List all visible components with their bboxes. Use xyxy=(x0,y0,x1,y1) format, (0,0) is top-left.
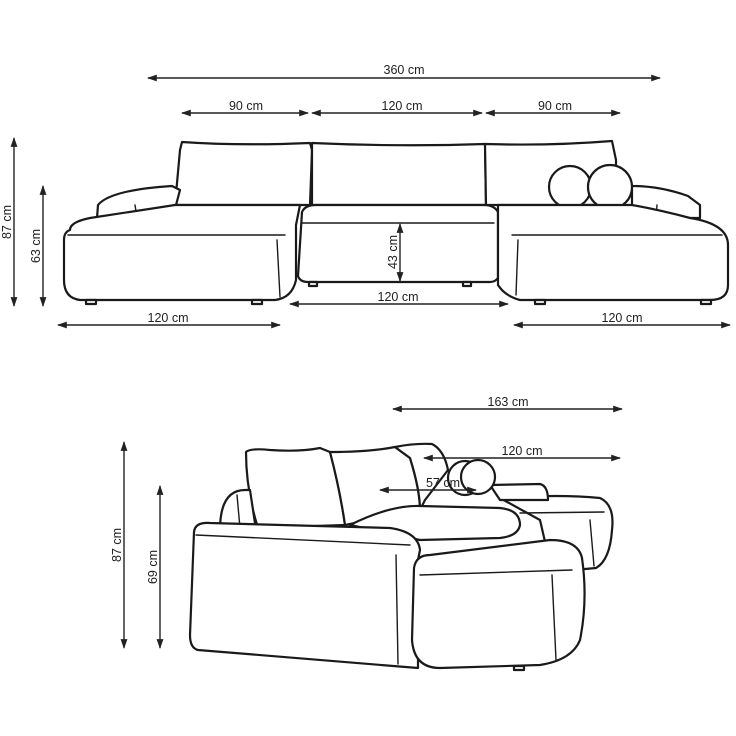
far-armrest xyxy=(488,482,550,502)
front-view-dimensions: 360 cm 90 cm 120 cm 90 cm 87 cm 63 cm 43… xyxy=(0,63,731,329)
round-pillow-1 xyxy=(547,164,593,210)
dim-perspective-total-height: 87 cm xyxy=(110,528,124,562)
left-chaise-module xyxy=(62,203,302,302)
foot xyxy=(699,298,713,306)
dim-left-section: 90 cm xyxy=(229,99,263,113)
dim-seat-depth: 57 cm xyxy=(426,476,460,490)
round-pillow-2 xyxy=(586,163,634,211)
front-armrest-block xyxy=(188,521,422,670)
front-view-drawing xyxy=(62,139,730,306)
front-chaise xyxy=(410,538,586,670)
dim-middle-section: 120 cm xyxy=(382,99,423,113)
back-cushion-1 xyxy=(244,446,347,530)
dim-total-height: 87 cm xyxy=(0,205,14,239)
dim-chaise-depth: 120 cm xyxy=(502,444,543,458)
dim-seat-height: 43 cm xyxy=(386,235,400,269)
foot xyxy=(533,298,547,306)
perspective-view-dimensions: 163 cm 120 cm 57 cm 87 cm 69 cm xyxy=(110,395,623,649)
back-cushion-left xyxy=(173,140,314,207)
dim-left-chaise: 120 cm xyxy=(148,311,189,325)
foot xyxy=(512,664,526,672)
back-cushion-middle xyxy=(310,141,488,207)
foot xyxy=(461,280,473,288)
foot xyxy=(84,298,98,306)
perspective-view-drawing xyxy=(188,442,614,672)
dim-right-section: 90 cm xyxy=(538,99,572,113)
dim-overall-depth: 163 cm xyxy=(488,395,529,409)
dim-armrest-height: 63 cm xyxy=(29,229,43,263)
dim-total-width: 360 cm xyxy=(384,63,425,77)
far-chaise xyxy=(498,494,614,574)
dim-perspective-armrest-height: 69 cm xyxy=(146,550,160,584)
foot xyxy=(307,280,319,288)
round-pillow-2 xyxy=(459,458,497,496)
dim-right-chaise: 120 cm xyxy=(602,311,643,325)
right-chaise-module xyxy=(496,203,730,302)
foot xyxy=(250,298,264,306)
dim-middle-depth: 120 cm xyxy=(378,290,419,304)
